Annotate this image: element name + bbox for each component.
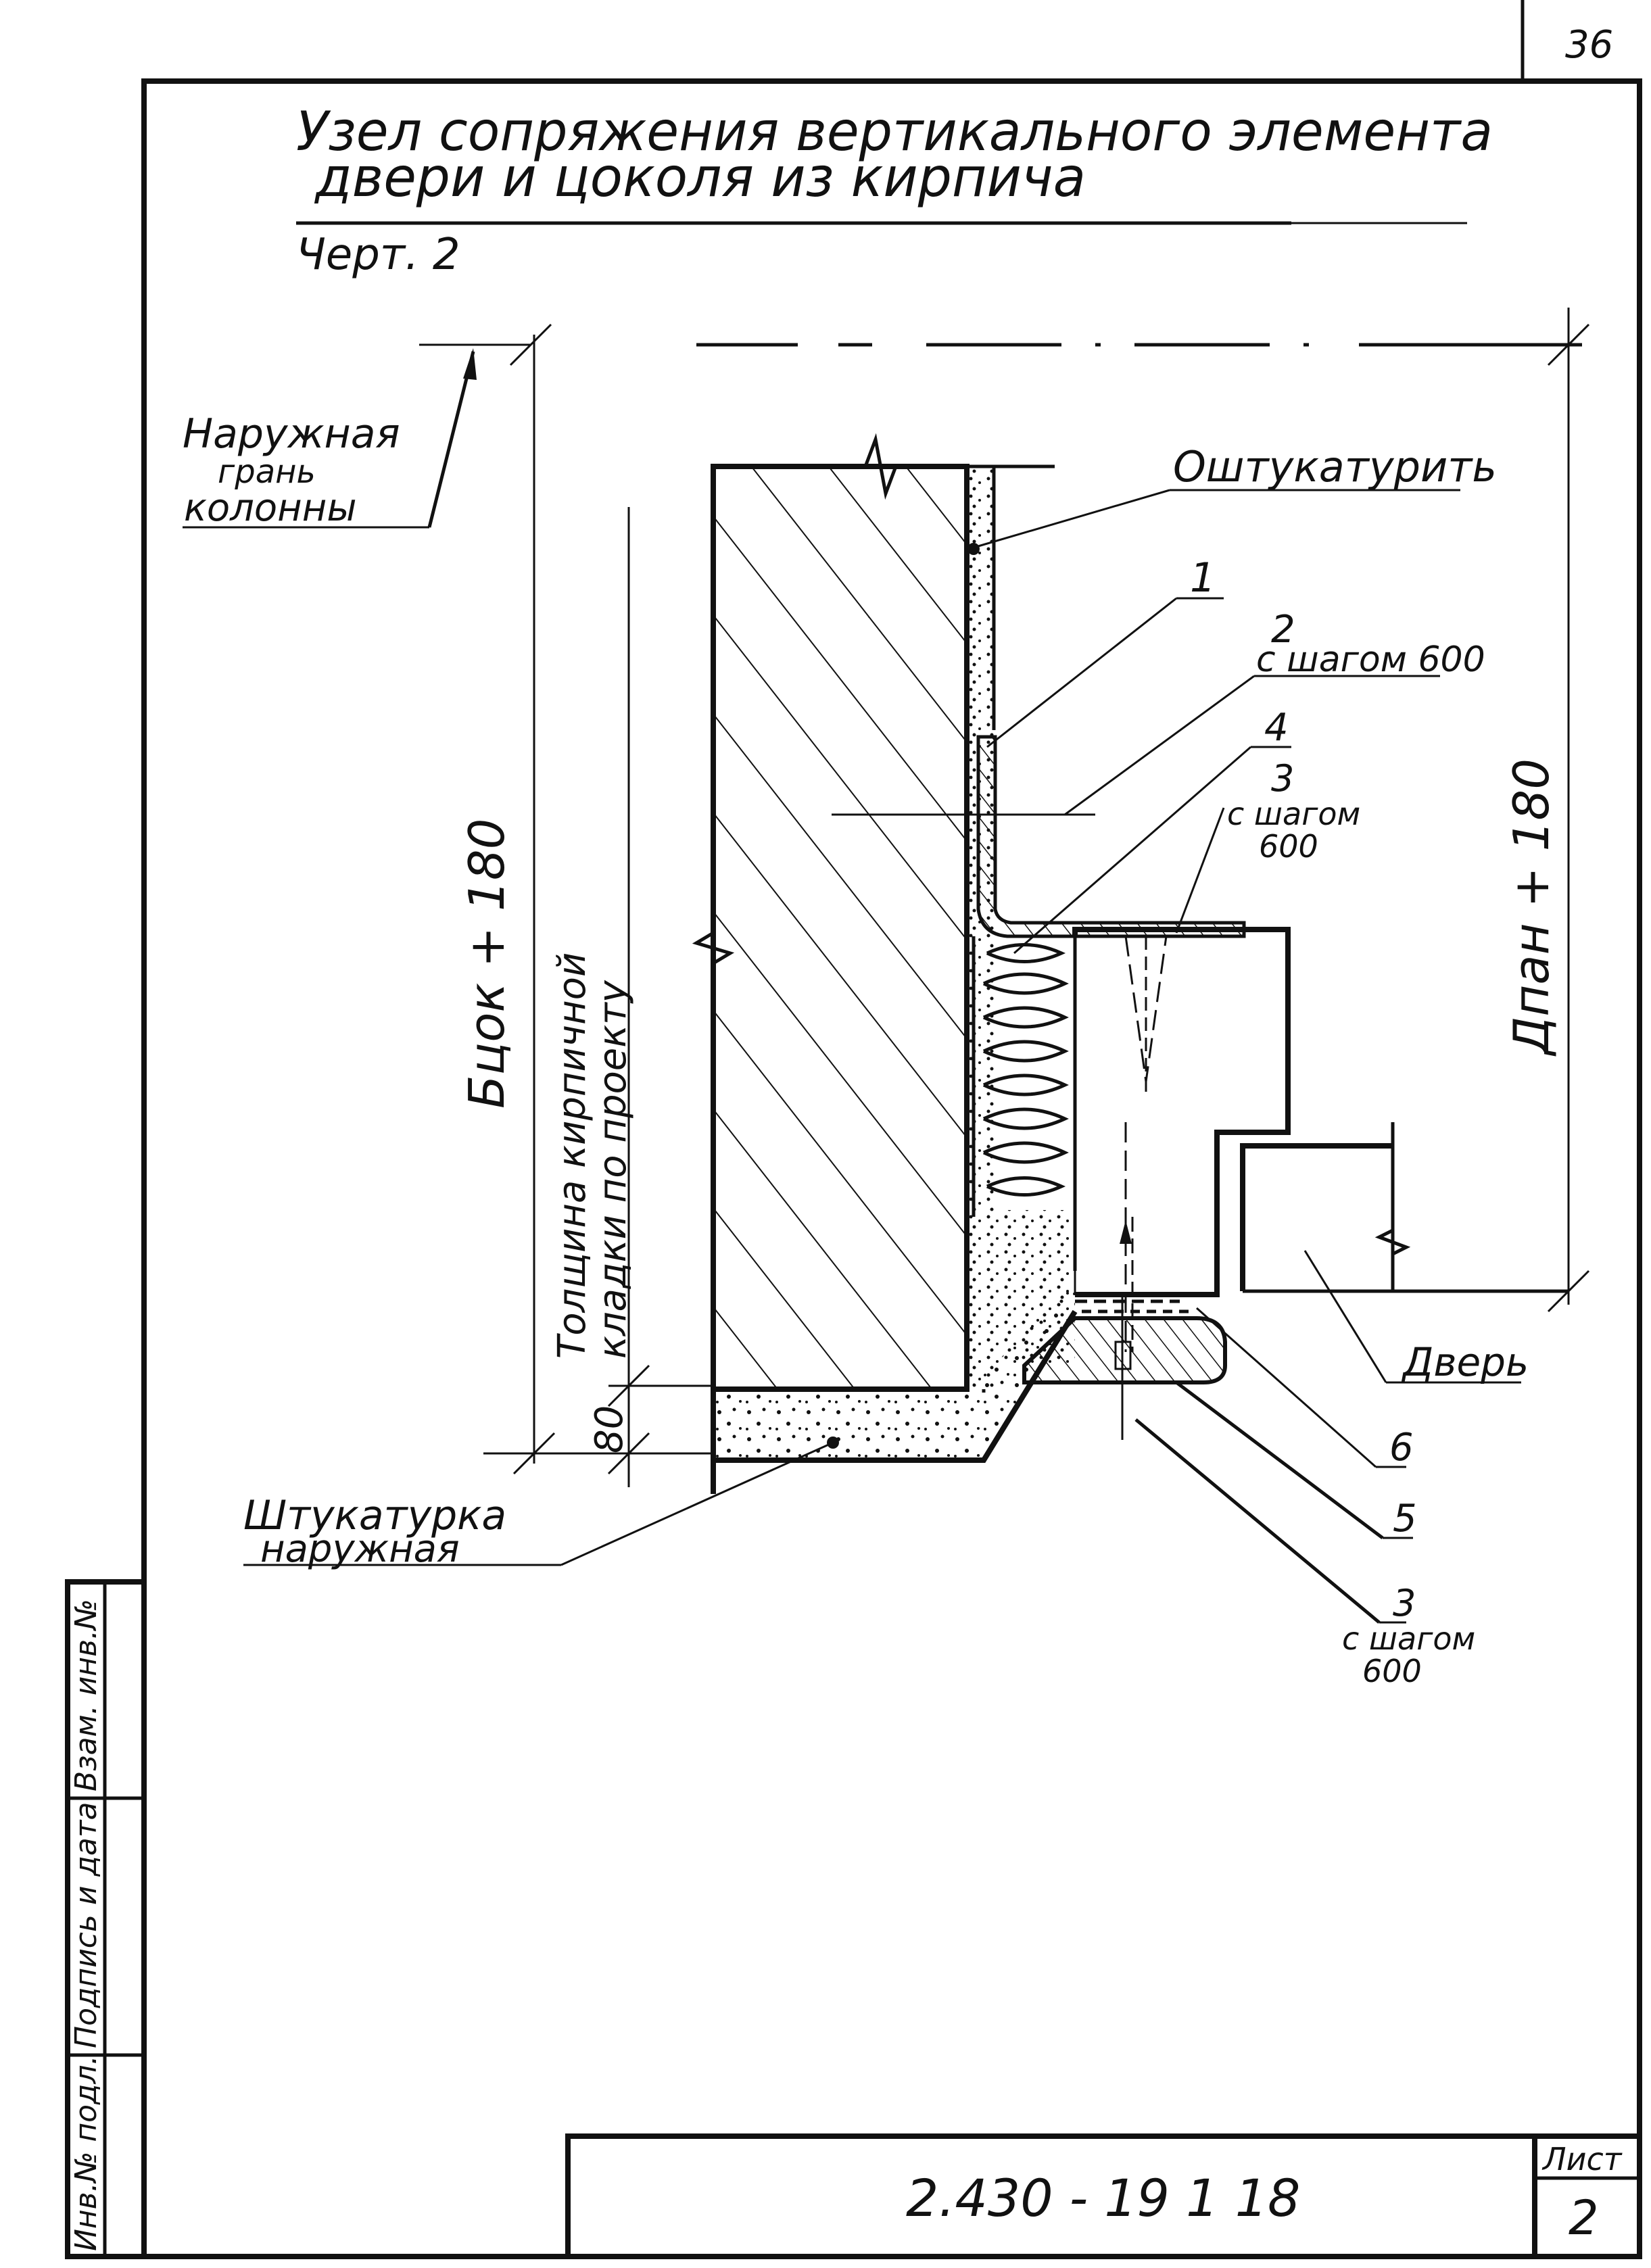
- drawing-reference: Черт. 2: [296, 230, 460, 280]
- document-code: 2.430 - 19 1 18: [906, 2168, 1300, 2228]
- threshold-block: [1022, 1295, 1227, 1440]
- title-block: [565, 2133, 1642, 2259]
- item-5-label: 5: [1393, 1497, 1417, 1541]
- item-4-label: 4: [1264, 706, 1289, 750]
- dimension-panel-label: Дпан + 180: [1503, 758, 1560, 1057]
- item-6-label: 6: [1389, 1426, 1414, 1470]
- item-3-top-step-2: 600: [1259, 828, 1318, 865]
- stamp-inv-orig: Инв.№ подл.: [69, 2055, 103, 2251]
- item-3-bot-step-2: 600: [1362, 1653, 1422, 1689]
- dimension-plinth-label: Бцок + 180: [458, 819, 515, 1109]
- leader-lines: [183, 348, 1521, 1624]
- dimension-masonry: [607, 507, 713, 1487]
- axis-line: [419, 323, 1582, 366]
- item-3-top-step-1: с шагом: [1227, 796, 1360, 832]
- door-leaf: [1240, 1122, 1569, 1293]
- item-3-bot-label: 3: [1393, 1582, 1416, 1624]
- page-number: 36: [1565, 23, 1613, 67]
- side-stamp: [65, 1579, 147, 2259]
- dimension-masonry-label-2: кладки по проекту: [591, 980, 635, 1359]
- brick-wall-section: [692, 433, 1055, 1392]
- ext-plaster-label-2: наружная: [260, 1527, 460, 1571]
- dimension-panel: [1547, 308, 1590, 1313]
- stamp-signature-date: Подпись и дата: [69, 1802, 103, 2048]
- title-line-1: Узел сопряжения вертикального элемента: [296, 100, 1493, 163]
- item-3-bot-step-1: с шагом: [1342, 1620, 1475, 1657]
- dimension-80-label: 80: [588, 1405, 631, 1453]
- steel-angle-item-1: [976, 735, 1246, 938]
- sheet-number: 2: [1569, 2190, 1599, 2246]
- plaster-note-label: Оштукатурить: [1173, 442, 1497, 491]
- item-2-label: 2: [1271, 608, 1295, 652]
- sheet-label: Лист: [1541, 2141, 1623, 2177]
- outer-face-label-2: грань: [218, 453, 316, 491]
- ext-plaster-label-1: Штукатурка: [243, 1492, 506, 1539]
- item-1-label: 1: [1190, 554, 1216, 602]
- dimension-plinth: [483, 335, 713, 1475]
- outer-face-label-1: Наружная: [183, 410, 400, 458]
- door-label: Дверь: [1401, 1339, 1529, 1385]
- title-line-2: двери и цоколя из кирпича: [314, 146, 1086, 209]
- dimension-masonry-label-1: Толщина кирпичной: [550, 952, 594, 1359]
- door-frame-profile: [1072, 927, 1291, 1352]
- stamp-replaces-inv: Взам. инв.№: [69, 1599, 103, 1791]
- outer-face-label-3: колонны: [184, 486, 357, 530]
- item-3-top-label: 3: [1271, 757, 1294, 800]
- item-2-step-label: с шагом 600: [1256, 640, 1485, 680]
